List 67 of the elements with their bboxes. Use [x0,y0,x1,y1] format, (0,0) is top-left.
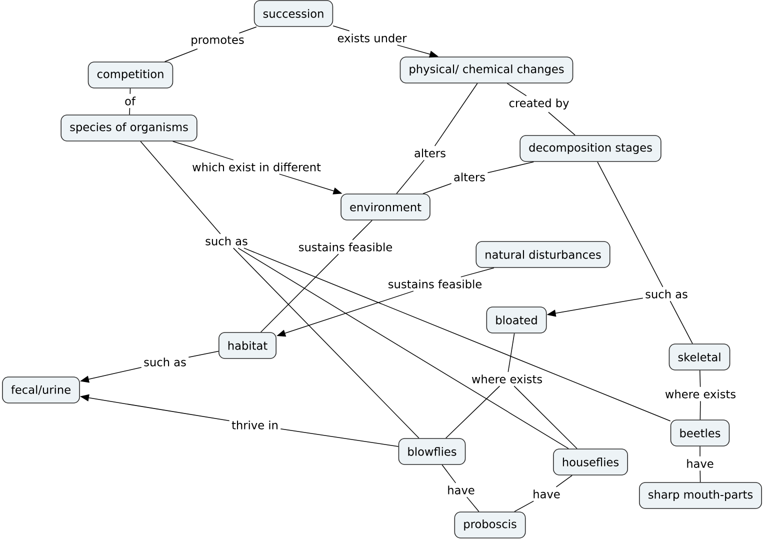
linking-phrase: exists under [338,34,407,42]
linking-phrase: such as [646,290,688,298]
connector-line [422,183,452,194]
connector-line [700,370,701,388]
concept-box: houseflies [553,448,628,476]
connector-line [238,26,257,34]
concept-box: succession [254,0,334,27]
concept-box: decomposition stages [520,135,662,162]
connector-line [508,333,515,372]
linking-phrase: alters [454,172,485,182]
connector-line [597,162,664,288]
linking-phrase: sustains feasible [388,280,482,288]
connector-line [280,428,399,447]
concept-box: beetles [670,420,730,446]
linking-phrase: promotes [192,36,244,46]
linking-phrase: created by [509,98,569,110]
connector-line [556,475,572,488]
concept-box: bloated [486,306,547,334]
connector-line [129,108,130,115]
concept-box: species of organisms [60,114,198,142]
linking-phrase: sustains feasible [299,242,392,252]
linking-phrase: of [125,96,136,106]
concept-box: sharp mouth-parts [639,482,762,509]
linking-phrase: have [687,459,714,468]
connector-line [188,350,219,358]
connector-line [434,83,478,146]
linking-phrase: where exists [472,374,542,384]
concept-box: proboscis [454,512,526,538]
connector-line [238,248,569,449]
linking-phrase: which exist in different [192,162,321,172]
connector-line [700,400,701,420]
connector-line [396,160,425,194]
connector-line [670,300,693,344]
connector-line [700,470,701,482]
connector-line [130,88,131,94]
connector-line [514,386,578,449]
connector-line [548,112,576,136]
linking-phrase: such as [206,236,248,246]
connector-line [442,464,456,484]
connector-line [332,25,350,32]
concept-box: competition [88,62,174,88]
connector-line [466,496,480,512]
concept-box: habitat [218,332,276,359]
connector-line [460,268,494,278]
connector-line [260,254,339,332]
linking-phrase: alters [414,148,446,158]
linking-phrase: where exists [665,390,736,398]
concept-box: natural disturbances [476,241,610,268]
connector-line [172,141,234,160]
connector-line [164,48,198,62]
connector-line [233,248,420,438]
concept-box: blowflies [398,438,466,465]
concept-box: environment [340,194,430,220]
connector-line [352,220,372,240]
linking-phrase: have [534,490,560,498]
connector-line [506,83,527,96]
concept-box: fecal/urine [2,376,80,404]
concept-box: physical/ chemical changes [400,56,574,84]
connector-line [445,386,500,438]
linking-phrase: thrive in [232,420,278,430]
connector-line [244,248,671,422]
connector-line [487,162,534,174]
concept-box: skeletal [668,344,730,370]
connector-line [514,500,534,512]
linking-phrase: such as [144,358,186,366]
connector-line [140,141,221,234]
linking-phrase: have [448,486,474,494]
